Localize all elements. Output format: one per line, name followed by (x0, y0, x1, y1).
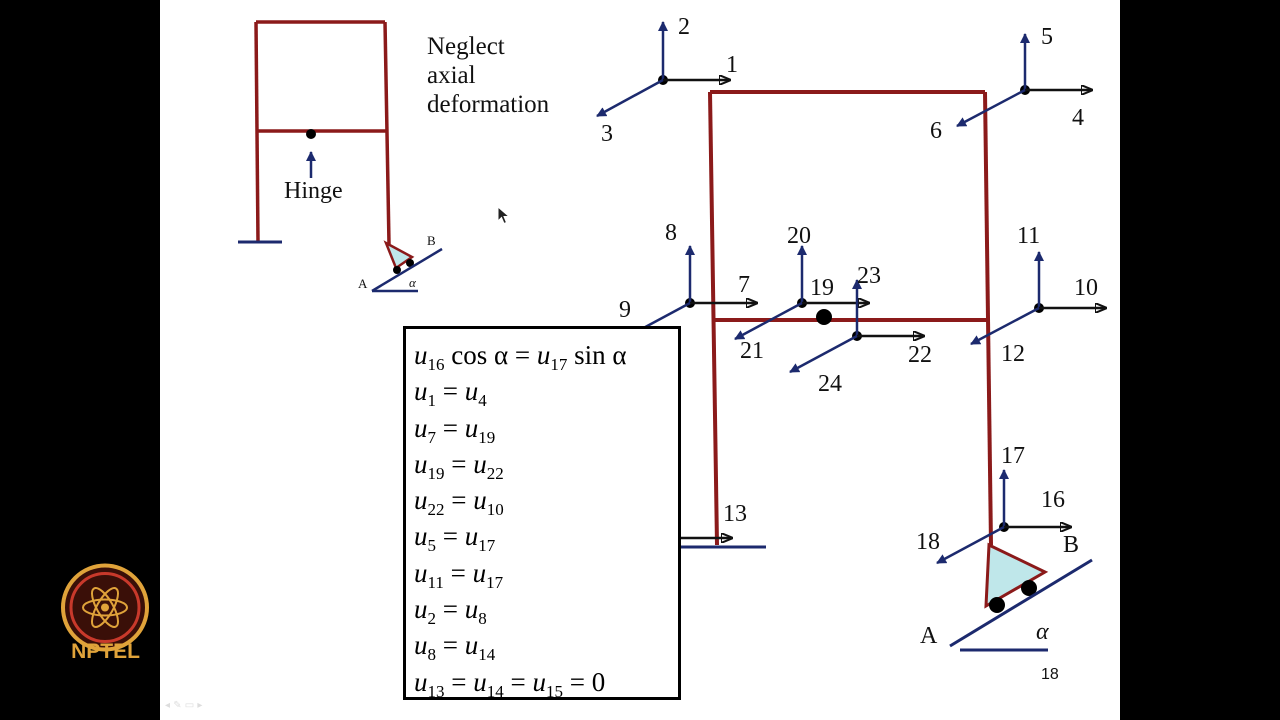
slide: Hinge A B α Neglect axial deformation (160, 0, 1120, 720)
equation-line: u16 cos α = u17 sin α (414, 340, 627, 374)
equation-line: u11 = u17 (414, 557, 504, 592)
dof-label-5: 5 (1041, 24, 1053, 50)
equation-line: u13 = u14 = u15 = 0 (414, 666, 606, 701)
dof-set-hinge-left (734, 245, 869, 341)
dof-label-6: 6 (930, 118, 942, 144)
dof-label-2: 2 (678, 14, 690, 40)
large-support-label-a: A (920, 623, 938, 649)
dof-label-17: 17 (1001, 443, 1025, 469)
dof-label-24: 24 (818, 371, 842, 397)
note-line-3: deformation (427, 91, 550, 118)
dof-label-19: 19 (810, 275, 834, 301)
nptel-logo-text: NPTEL (71, 640, 140, 663)
dof-label-16: 16 (1041, 487, 1065, 513)
large-support-label-alpha: α (1036, 619, 1049, 645)
mouse-pointer-icon (497, 206, 511, 225)
small-inclined-support (371, 240, 443, 293)
large-inclined-support (949, 542, 1093, 652)
dof-label-11: 11 (1017, 223, 1040, 249)
equation-line: u1 = u4 (414, 376, 487, 411)
dof-label-13: 13 (723, 501, 747, 527)
note-line-2: axial (427, 62, 476, 89)
small-support-label-a: A (358, 276, 368, 291)
dof-label-1: 1 (726, 52, 738, 78)
frame-diagram: Hinge A B α Neglect axial deformation (238, 14, 1120, 683)
nptel-logo-icon (61, 563, 149, 652)
dof-set-node-top-right (956, 33, 1092, 128)
dof-set-node-bottom-right (936, 469, 1071, 565)
slide-toolbar-icons[interactable]: ◂ ✎ ▭ ▸ (165, 700, 203, 711)
dof-label-10: 10 (1074, 275, 1098, 301)
small-frame (254, 20, 391, 245)
equation-line: u7 = u19 (414, 412, 496, 447)
dof-set-hinge-right (789, 279, 924, 374)
dof-label-21: 21 (740, 338, 764, 364)
small-support-label-b: B (427, 233, 436, 248)
dof-label-3: 3 (601, 121, 613, 147)
dof-label-22: 22 (908, 342, 932, 368)
dof-set-node-top-left (596, 21, 730, 118)
equation-line: u2 = u8 (414, 594, 487, 629)
dof-label-7: 7 (738, 272, 750, 298)
dof-label-12: 12 (1001, 341, 1025, 367)
large-hinge (816, 309, 832, 325)
dof-set-node-mid-right (970, 251, 1106, 346)
dof-label-9: 9 (619, 297, 631, 323)
equation-line: u8 = u14 (414, 630, 496, 665)
equation-line: u19 = u22 (414, 448, 504, 483)
dof-label-20: 20 (787, 223, 811, 249)
large-frame (708, 90, 993, 546)
dof-label-8: 8 (665, 220, 677, 246)
page-number: 18 (1041, 666, 1059, 683)
dof-label-4: 4 (1072, 105, 1084, 131)
equation-line: u22 = u10 (414, 485, 504, 520)
hinge-label: Hinge (284, 178, 343, 204)
small-hinge (306, 129, 316, 139)
small-support-label-alpha: α (409, 275, 417, 290)
note-line-1: Neglect (427, 33, 505, 60)
dof-label-18: 18 (916, 529, 940, 555)
large-support-label-b: B (1063, 532, 1079, 558)
dof-label-23: 23 (857, 263, 881, 289)
equation-line: u5 = u17 (414, 521, 496, 556)
